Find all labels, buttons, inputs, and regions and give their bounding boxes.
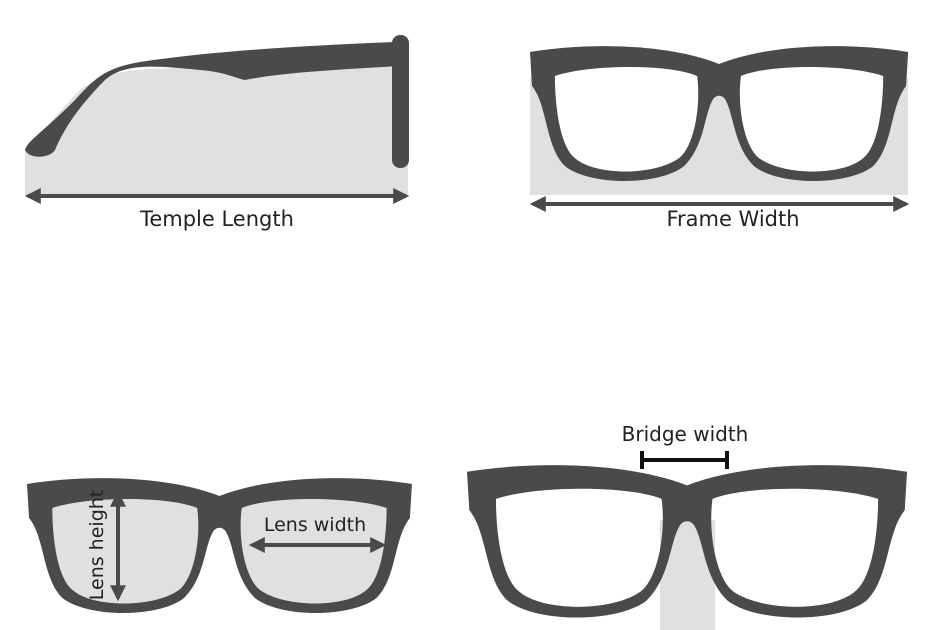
temple-length-label: Temple Length	[139, 207, 294, 231]
lens-width-label: Lens width	[264, 514, 366, 536]
temple-length-panel: Temple Length	[24, 35, 410, 231]
lens-height-label: Lens height	[86, 490, 108, 600]
temple-hinge-shape	[392, 35, 409, 168]
lens-size-panel: Lens height Lens width	[27, 478, 412, 613]
temple-highlight-area	[25, 62, 408, 195]
bridge-width-bar	[640, 451, 729, 469]
bridge-width-label: Bridge width	[622, 422, 749, 446]
bridge-width-panel: Bridge width	[467, 422, 908, 630]
temple-arm-shape	[25, 42, 400, 157]
frame-width-label: Frame Width	[666, 207, 799, 231]
frame-width-panel: Frame Width	[529, 46, 910, 231]
